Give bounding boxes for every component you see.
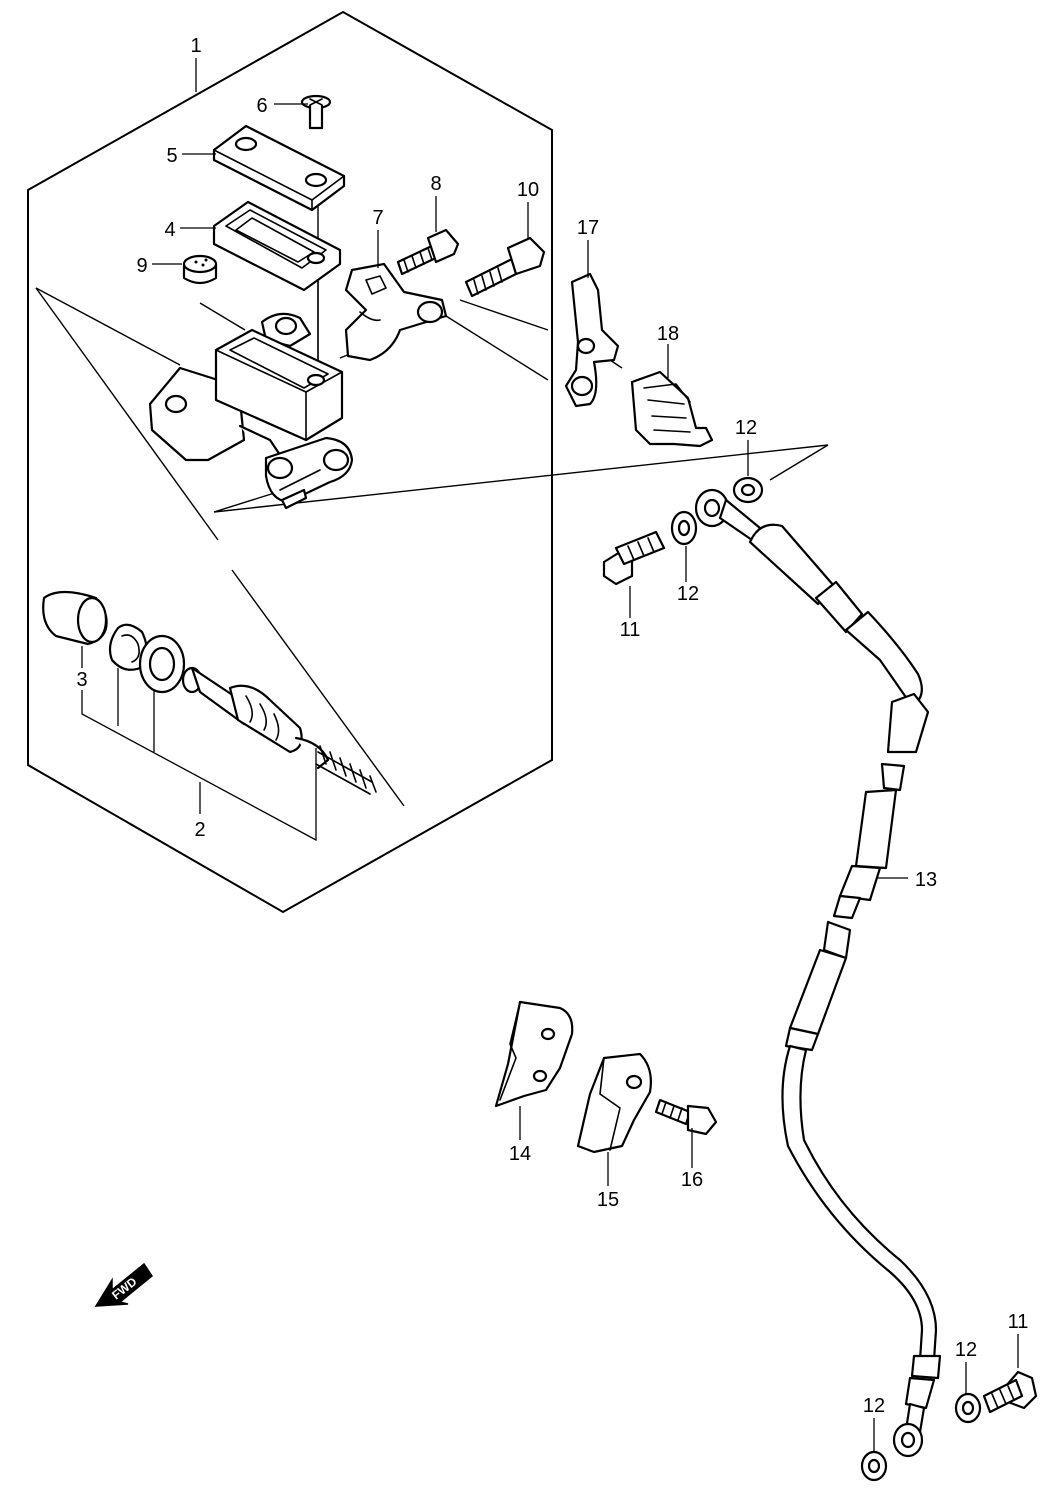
callout-8: 8 [430,173,441,195]
callout-3: 3 [76,669,87,691]
clutch-switch-part-18 [630,370,714,448]
callout-12-c: 12 [955,1339,977,1361]
sight-glass-part-9 [182,254,218,285]
fwd-arrow-icon: FWD [94,1262,154,1307]
callout-9: 9 [136,255,147,277]
callout-13: 13 [915,869,937,891]
callout-18: 18 [657,323,679,345]
screw-part-6 [300,94,332,130]
callout-2: 2 [194,819,205,841]
reservoir-cap-part-5 [212,124,346,212]
callout-15: 15 [597,1189,619,1211]
boot-part-3 [42,590,108,646]
washer-part-12-c [954,1392,982,1424]
clamp-part-7 [344,262,448,362]
bolt-part-10 [464,236,546,298]
clutch-hose-part-13 [694,488,942,1458]
diaphragm-plate-part-4 [212,200,342,292]
callout-11-upper: 11 [620,619,641,641]
holder-part-15 [576,1052,652,1154]
callout-4: 4 [164,219,175,241]
banjo-bolt-part-11-lower [982,1370,1038,1414]
callout-14: 14 [509,1143,531,1165]
washer-part-12-b [732,476,764,504]
callout-12-d: 12 [863,1395,885,1417]
washer-part-12-d [860,1450,888,1482]
callout-11-lower: 11 [1008,1311,1029,1333]
callout-12-b: 12 [677,583,699,605]
callout-6: 6 [256,95,267,117]
callout-7: 7 [372,207,383,229]
callout-16: 16 [681,1169,703,1191]
banjo-bolt-part-11-upper [602,530,666,586]
holder-part-14 [494,1000,574,1108]
bolt-part-16 [654,1098,718,1136]
lever-bracket-part-17 [564,272,620,408]
piston-part-2 [181,666,377,795]
master-cylinder-body-part-1 [148,312,354,510]
washer-ring [138,634,186,694]
assembly-frame [27,10,553,914]
callout-5: 5 [166,145,177,167]
callout-17: 17 [577,217,599,239]
washer-part-12-a [670,510,698,546]
callout-1: 1 [190,35,201,57]
leader-lines [81,58,1019,1452]
bolt-part-8 [396,228,460,276]
callout-12-a: 12 [735,417,757,439]
callout-numbers: 1 2 3 4 5 6 7 8 9 10 11 11 12 12 12 12 1… [76,35,1028,1417]
callout-10: 10 [517,179,539,201]
